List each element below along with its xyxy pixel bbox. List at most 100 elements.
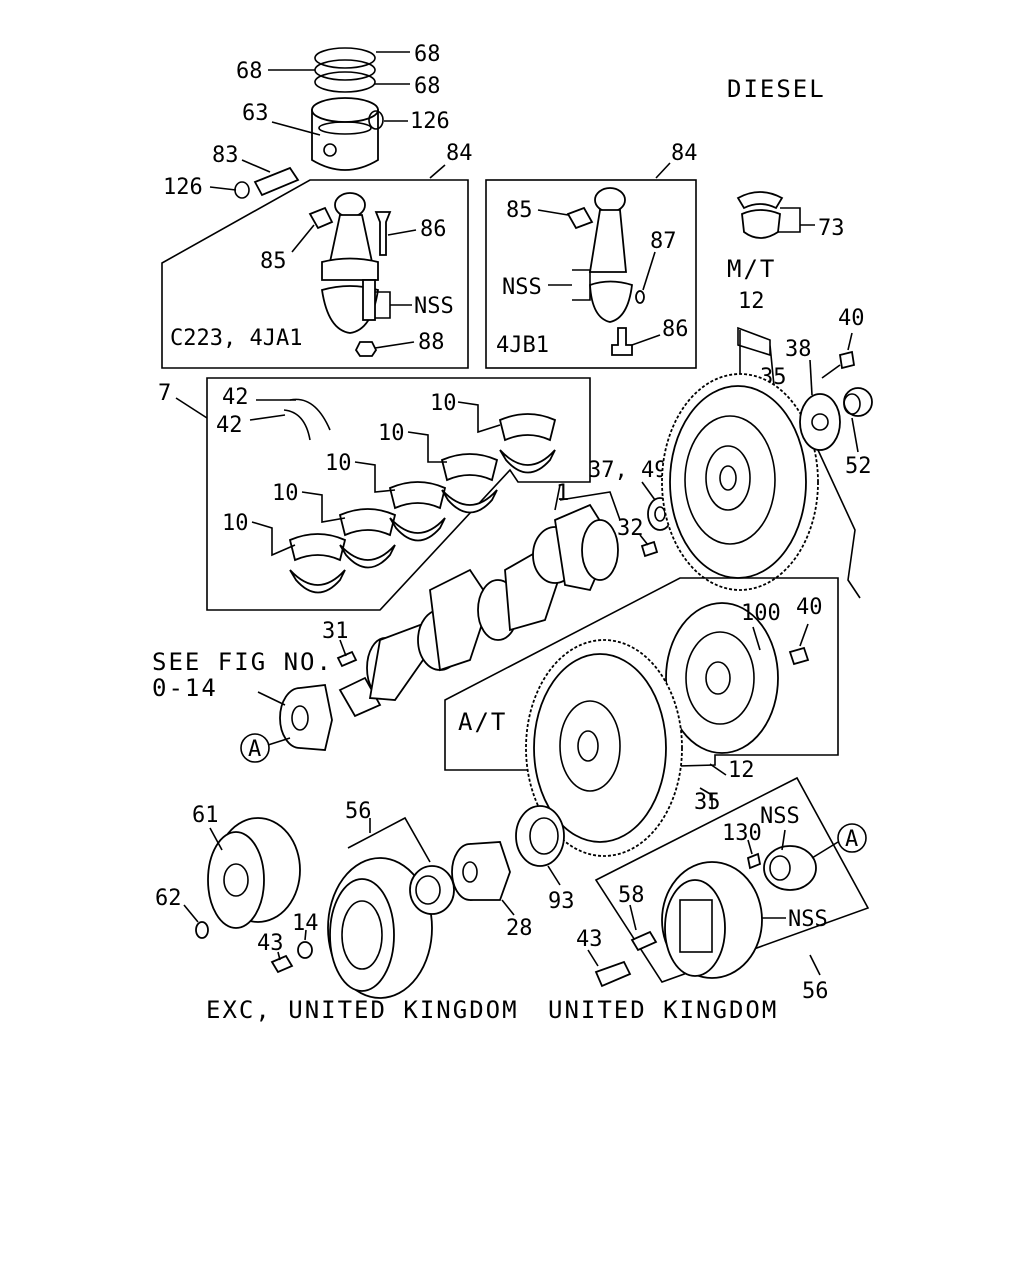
footer-uk: UNITED KINGDOM [548,996,778,1024]
flywheel-bearing-mt [843,387,873,417]
callout-washer-14: 14 [292,911,319,936]
pulley-washer-14 [297,941,313,959]
callout-rod-b: 84 [671,141,698,166]
see-fig-line1: SEE FIG NO. [152,648,333,676]
callout-pulley-small: 61 [192,803,219,828]
callout-thrust-bottom: 42 [216,413,243,438]
ref-mark-left: A [248,737,261,762]
callout-ring-left: 68 [236,59,263,84]
callout-gear: 28 [506,916,533,941]
callout-key: 31 [322,619,349,644]
snap-ring-left [234,181,250,199]
callout-bolt-small: 43 [257,931,284,956]
flywheel-mt [661,373,819,591]
ref-mark-right: A [845,827,858,852]
flexplate-bolt [788,646,810,666]
callout-pilot-bearing: 37, 49 [588,458,667,483]
callout-bush-a: 85 [260,249,287,274]
hub-uk [763,845,817,891]
main-bearing-1 [288,533,347,594]
damper-pulley-uk [661,861,763,979]
footer-exc-uk: EXC, UNITED KINGDOM [206,996,519,1024]
thrust-bearing-73 [736,191,784,239]
piston-rings [314,47,376,93]
bolt-58 [630,930,658,952]
piston-pin [253,166,300,197]
rod-box-b [485,179,697,369]
callout-nss-uk-mid: NSS [788,907,828,932]
callout-bearing-2: 10 [272,481,299,506]
pin-130 [746,852,762,870]
bearing-set-box [206,377,591,611]
callout-bolt-uk: 43 [576,927,603,952]
snap-ring-right [368,110,384,130]
rod-bush-b [566,206,594,230]
spacer-ring [409,865,455,915]
callout-bush-b: 85 [506,198,533,223]
callout-nss-b: NSS [502,275,542,300]
crank-key [336,650,358,668]
callout-thrust-bearing: 73 [818,216,845,241]
callout-damper-exc: 56 [345,799,372,824]
callout-washer-small: 62 [155,886,182,911]
callout-bolt-mt: 40 [838,306,865,331]
callout-rod-a: 84 [446,141,473,166]
pulley-bolt-43 [270,954,294,974]
see-fig-line2: 0-14 [152,674,218,702]
callout-flywheel-mt: 12 [738,289,765,314]
main-bearing-2 [338,508,397,569]
callout-thrust-top: 42 [222,385,249,410]
callout-damper-uk: 56 [802,979,829,1004]
connecting-rod-a [320,192,380,334]
flywheel-at [525,639,683,857]
dowel-pin [640,540,659,558]
callout-snap-ring-left: 126 [163,175,203,200]
piston [311,97,379,171]
callout-bolt-b: 86 [662,317,689,342]
callout-nss-uk-top: NSS [760,804,800,829]
callout-ring-mid: 68 [414,74,441,99]
callout-plate: 38 [785,337,812,362]
crank-gear-28 [451,841,511,901]
engine-type-label: DIESEL [727,75,826,103]
connecting-rod-b [588,187,633,323]
callout-pin-130: 130 [722,821,762,846]
callout-bearing-1: 10 [222,511,249,536]
main-bearing-5 [498,413,557,474]
callout-nut-a: 88 [418,330,445,355]
callout-seal: 93 [548,889,575,914]
callout-bearing-mt: 52 [845,454,872,479]
callout-bearing-5: 10 [430,391,457,416]
flexplate [665,602,779,754]
callout-ring-top: 68 [414,42,441,67]
main-bearing-4 [440,453,499,514]
rod-a-variant: C223, 4JA1 [170,326,302,351]
rod-bolt-a [374,211,392,256]
callout-nss-a: NSS [414,294,454,319]
callout-piston: 63 [242,101,269,126]
main-bearing-3 [388,481,447,542]
mt-label: M/T [727,255,776,283]
crank-gear-left [279,684,333,751]
crankshaft [338,503,619,718]
crank-pulley-small [207,817,301,929]
flywheel-plate [799,393,841,451]
rod-box-a [161,179,469,369]
rod-pin-b [635,290,645,304]
callout-snap-ring-right: 126 [410,109,450,134]
callout-bearing-set: 7 [158,381,171,406]
rod-bush-a [308,206,334,230]
oil-seal [515,805,565,867]
pulley-washer-62 [195,921,209,939]
at-label: A/T [458,708,507,736]
ref-circle-left [240,733,270,763]
callout-bolt-58: 58 [618,883,645,908]
bolt-uk-43 [594,960,632,988]
rod-b-variant: 4JB1 [496,333,549,358]
callout-dowel: 32 [617,516,644,541]
rod-nut-a [354,341,378,357]
callout-pin-b: 87 [650,229,677,254]
callout-bearing-3: 10 [325,451,352,476]
callout-bolt-a: 86 [420,217,447,242]
